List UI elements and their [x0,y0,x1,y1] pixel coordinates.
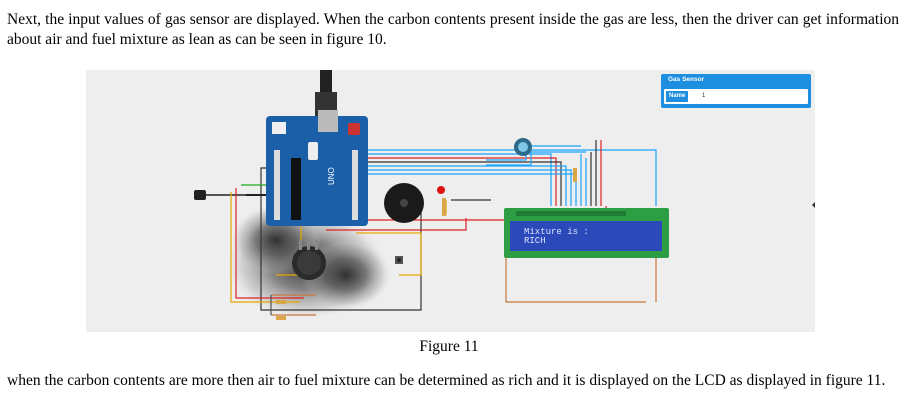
intro-paragraph: Next, the input values of gas sensor are… [7,11,899,48]
led [437,186,445,194]
lcd-display-text: Mixture is : RICH [524,228,589,246]
name-field[interactable]: Name 1 [664,89,808,104]
arduino-board: UNO [266,110,368,226]
circuit-figure: UNO Mixture is [86,70,815,332]
lcd-module [504,208,669,258]
outro-paragraph: when the carbon contents are more then a… [7,372,886,389]
gas-sensor-panel: Gas Sensor Name 1 [661,74,811,108]
lcd-line-1: Mixture is : [524,227,589,237]
name-value[interactable]: 1 [702,93,706,99]
gas-sensor-panel-title: Gas Sensor [668,76,705,83]
lcd-line-2: RICH [524,236,546,246]
figure-caption: Figure 11 [419,338,479,355]
name-label: Name [666,91,689,102]
board-label: UNO [327,167,336,185]
